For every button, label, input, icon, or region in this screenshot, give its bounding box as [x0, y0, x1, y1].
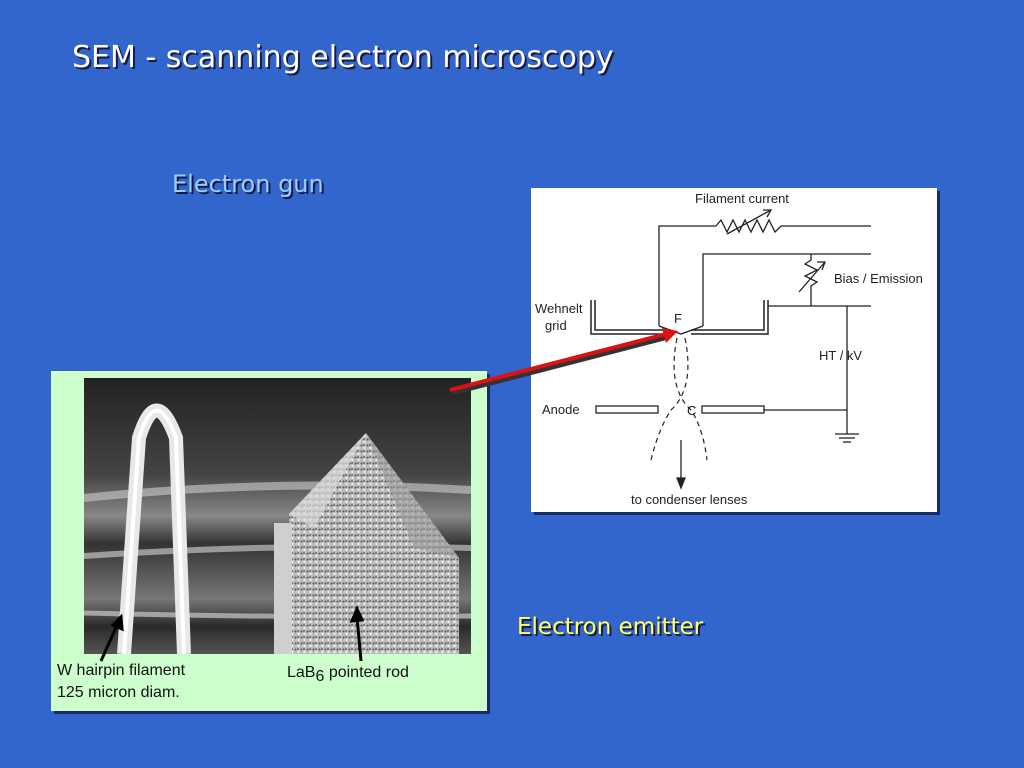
- lab6-subscript: 6: [315, 668, 325, 686]
- filament-current-label: Filament current: [695, 191, 789, 206]
- w-filament-caption: W hairpin filament 125 micron diam.: [57, 660, 185, 704]
- bias-circuit: [702, 253, 871, 326]
- emitter-photo-panel: W hairpin filament 125 micron diam. LaB6…: [51, 371, 487, 711]
- lab6-suffix: pointed rod: [324, 664, 409, 681]
- to-condenser-label: to condenser lenses: [631, 492, 748, 507]
- down-arrow: [676, 440, 686, 490]
- w-caption-line2: 125 micron diam.: [57, 684, 180, 701]
- bias-emission-label: Bias / Emission: [834, 271, 923, 286]
- wehnelt-label-line1: Wehnelt: [535, 301, 583, 316]
- electron-gun-diagram: F C Filament: [531, 188, 937, 512]
- anode-label: Anode: [542, 402, 580, 417]
- filament-circuit: [658, 209, 871, 326]
- electron-gun-label: Electron gun: [172, 170, 324, 198]
- electron-emitter-label: Electron emitter: [517, 614, 704, 640]
- lab6-prefix: LaB: [287, 664, 316, 681]
- emitter-micrograph: [83, 378, 472, 655]
- w-caption-line1: W hairpin filament: [57, 662, 186, 679]
- lab6-caption: LaB6 pointed rod: [287, 662, 409, 688]
- anode-plates: [595, 405, 765, 414]
- slide-title: SEM - scanning electron microscopy: [72, 40, 614, 75]
- ht-kv-label: HT / kV: [819, 348, 862, 363]
- ht-line: [764, 306, 859, 443]
- f-label: F: [674, 311, 682, 326]
- electron-beam: [650, 337, 708, 461]
- c-label: C: [687, 403, 696, 418]
- wehnelt-label-line2: grid: [545, 318, 567, 333]
